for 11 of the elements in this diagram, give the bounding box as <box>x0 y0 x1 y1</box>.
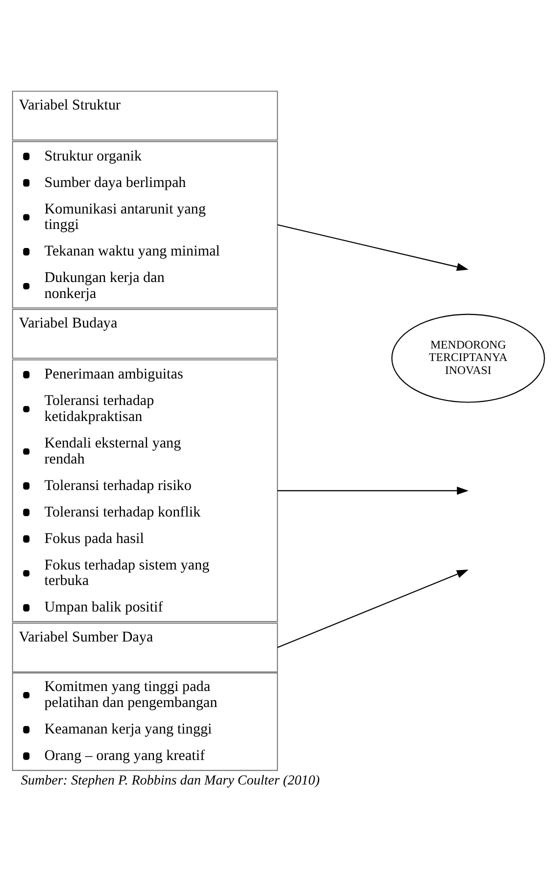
node-box: Komitmen yang tinggi pada pelatihan dan pengembangan Keamanan kerja yang tinggi Orang – orang yang kreatif <box>12 672 278 771</box>
node-box: Struktur organik Sumber daya berlimpah Komunikasi antarunit yang tinggi Tekanan waktu yang minimal Dukungan kerja dan nonkerja <box>12 141 278 308</box>
node-box: Variabel Budaya <box>12 309 278 359</box>
node-box: Penerimaan ambiguitas Toleransi terhadap ketidakpraktisan Kendali eksternal yang rendah Toleransi terhadap risiko Toleransi terhadap konflik Fokus pada hasil Fokus terhadap sistem yang terbuka Umpan balik positif <box>12 359 278 622</box>
arrow <box>277 486 469 495</box>
node-box: Variabel Sumber Daya <box>12 622 278 672</box>
arrow <box>277 570 468 648</box>
node-ellipse: MENDORONG TERCIPTANYA INOVASI <box>391 314 545 403</box>
node-box: Variabel Struktur <box>12 90 278 140</box>
caption: Sumber: Stephen P. Robbins dan Mary Coulter (2010) <box>21 772 320 788</box>
arrow <box>277 224 469 271</box>
